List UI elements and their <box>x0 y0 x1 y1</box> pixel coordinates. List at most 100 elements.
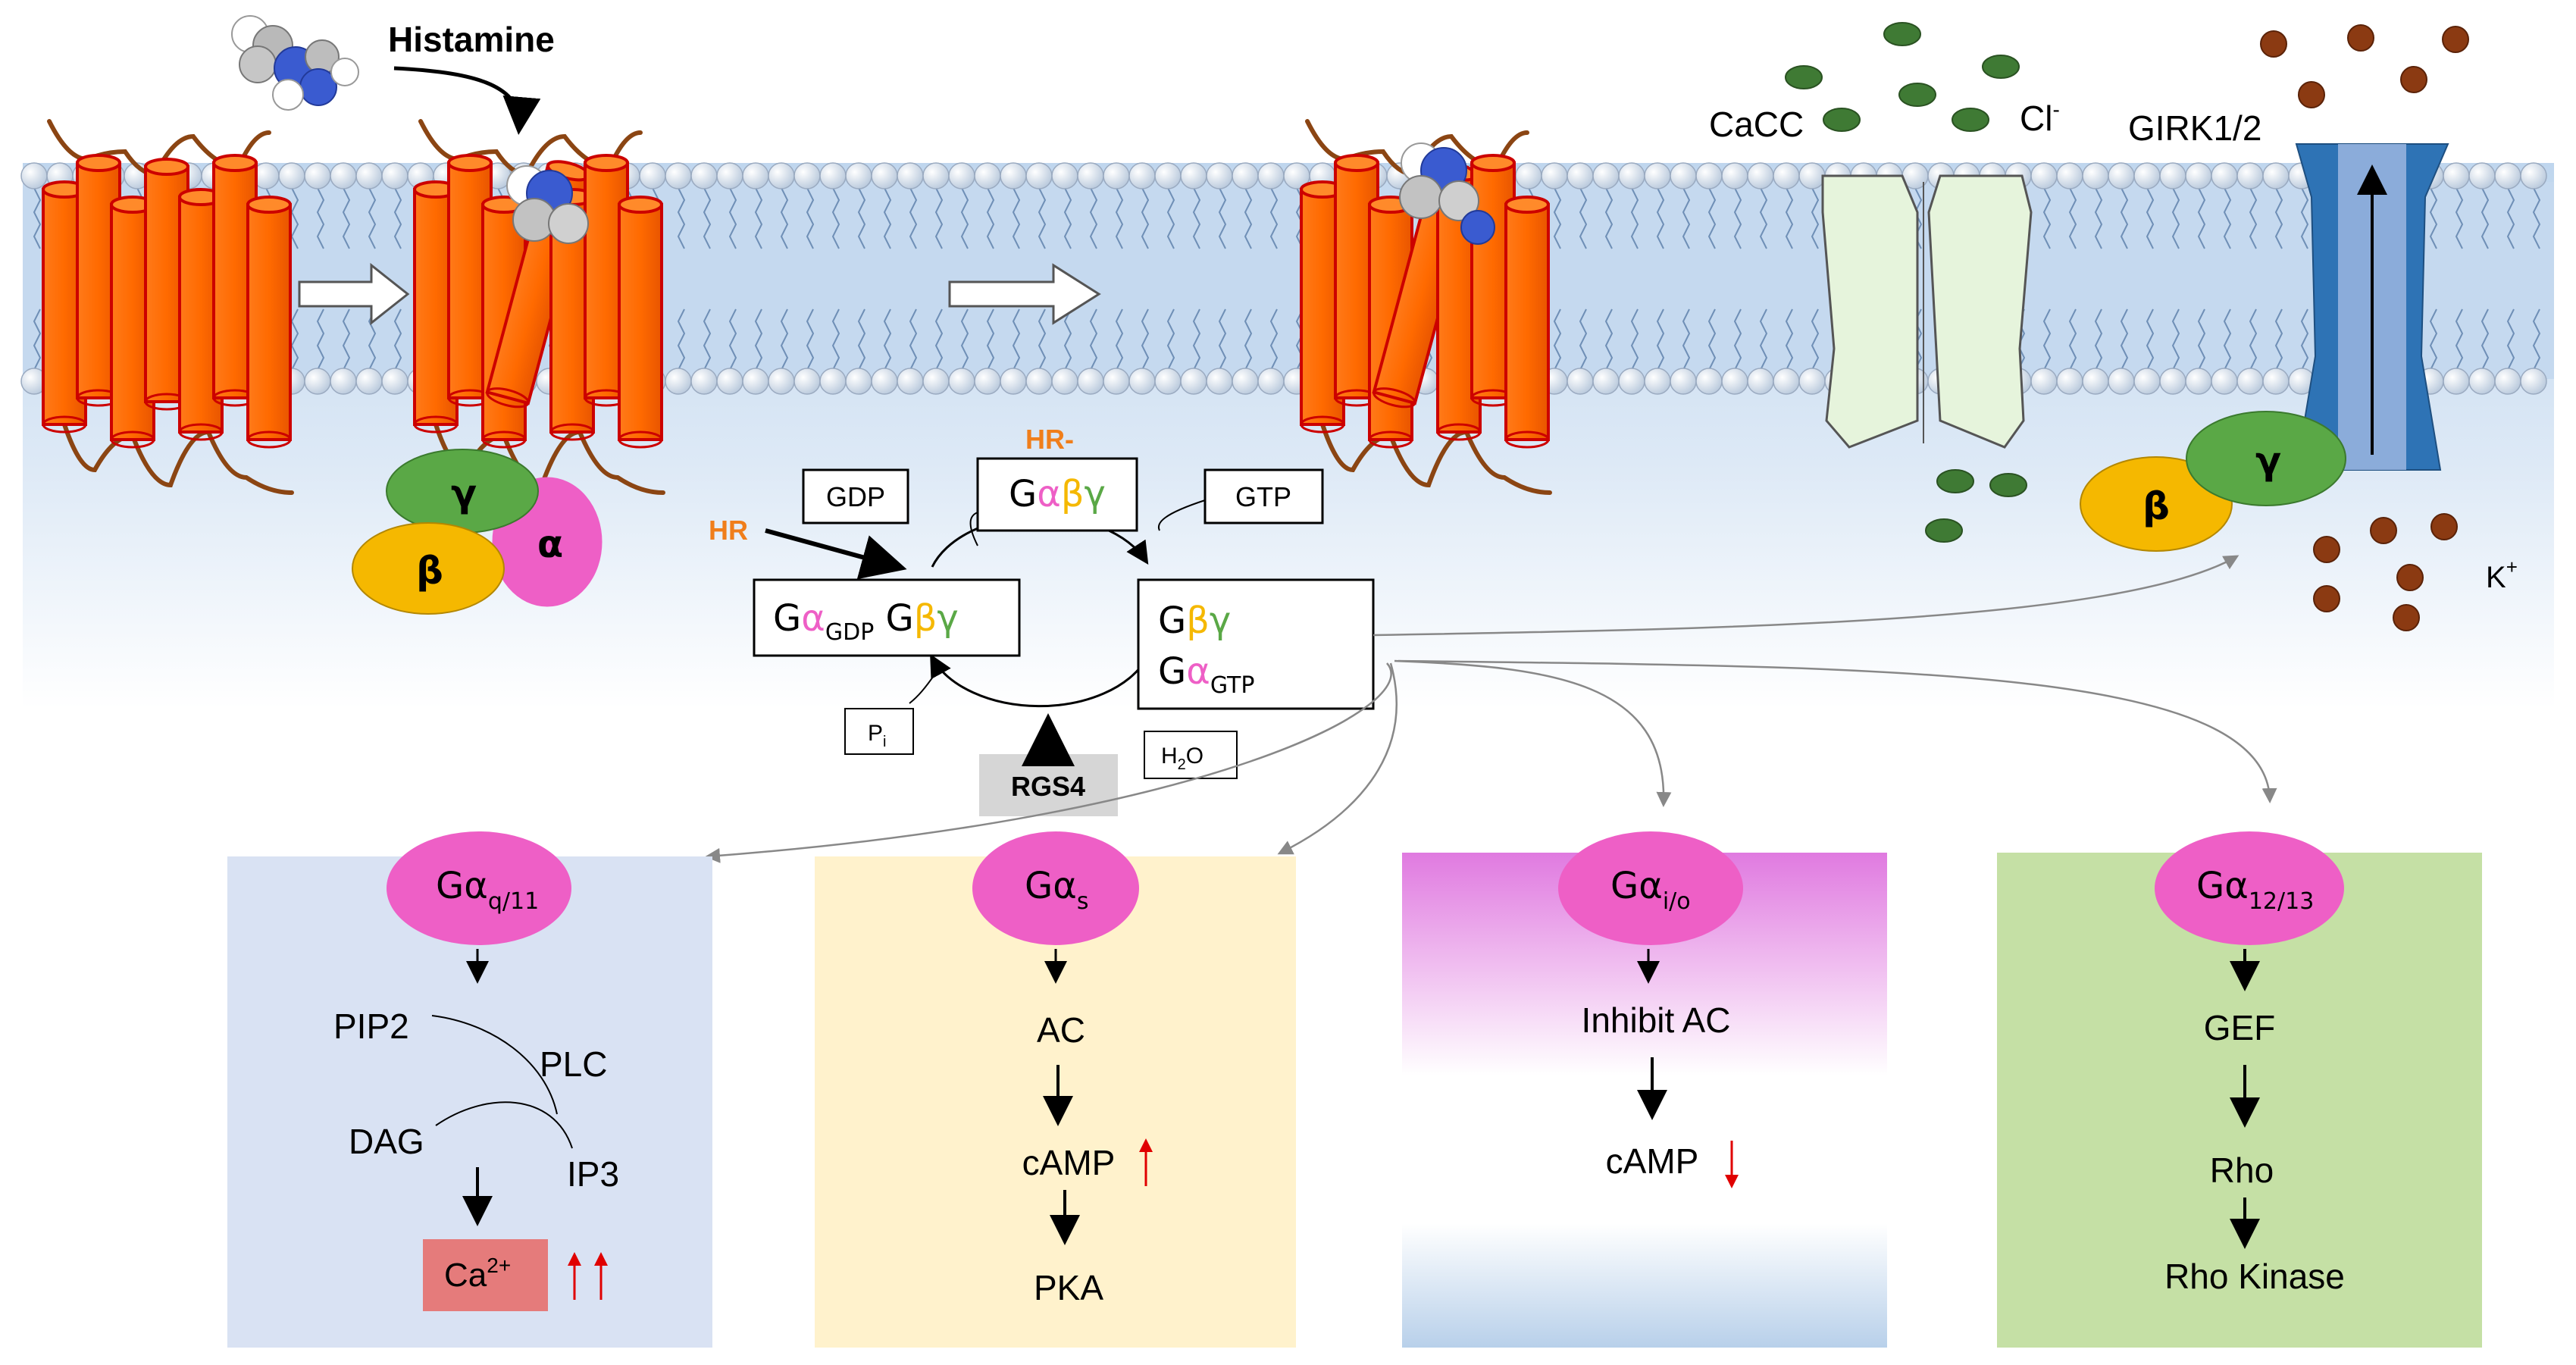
lipid-head <box>2108 162 2135 189</box>
ga1213-label: Gα12/13 <box>2196 865 2314 915</box>
histamine-molecule-bound-2 <box>1399 142 1495 245</box>
lipid-tail <box>1656 308 1665 371</box>
lipid-tail <box>934 308 944 371</box>
g-protein-cycle: GDP GTP HR- Gαβγ HR GαGDP Gβγ Gβγ GαGTP … <box>709 424 1375 816</box>
lipid-head <box>304 162 331 189</box>
lipid-head <box>1154 162 1182 189</box>
lipid-head <box>2520 162 2547 189</box>
lipid-head <box>793 368 821 395</box>
lipid-tail <box>857 187 866 249</box>
potassium-ion <box>2442 26 2469 53</box>
girk-gamma-subunit <box>2186 411 2346 506</box>
lipid-head <box>1773 162 1800 189</box>
lipid-head <box>1592 162 1620 189</box>
lipid-tail <box>33 187 42 249</box>
transmembrane-helix <box>1504 196 1550 449</box>
connector-to-gaq <box>705 662 1392 863</box>
lipid-head <box>742 368 769 395</box>
lipid-tail <box>2120 187 2129 249</box>
lipid-head <box>1206 162 1233 189</box>
lipid-tail <box>2197 187 2206 249</box>
lipid-head <box>1077 162 1104 189</box>
camp-label-gas: cAMP <box>1022 1143 1116 1182</box>
lipid-head <box>974 368 1001 395</box>
lipid-head <box>1257 368 1285 395</box>
lipid-tail <box>2249 187 2258 249</box>
calcium-box <box>423 1239 548 1311</box>
lipid-tail <box>1579 308 1588 371</box>
lipid-tail <box>677 187 686 249</box>
lipid-tail <box>1063 308 1072 371</box>
lipid-tail <box>2094 187 2103 249</box>
potassium-ion <box>2400 66 2427 93</box>
lipid-tail <box>1785 187 1794 249</box>
lipid-head <box>330 162 357 189</box>
lipid-head <box>2056 368 2083 395</box>
lipid-head <box>1051 368 1078 395</box>
lipid-tail <box>857 308 866 371</box>
lipid-tail <box>1785 308 1794 371</box>
gtp-box <box>1203 468 1324 524</box>
lipid-tail <box>2274 187 2283 249</box>
gaq11-label: Gαq/11 <box>436 865 539 915</box>
lipid-head <box>1025 162 1053 189</box>
lipid-tail <box>2146 187 2155 249</box>
lipid-tail <box>1682 187 1691 249</box>
lipid-head <box>639 162 666 189</box>
panel-gaq11: Gαq/11 PIP2 PLC DAG IP3 Ca2+ <box>227 831 712 1348</box>
girk-beta-symbol: β <box>2142 484 2170 528</box>
lipid-head <box>1000 368 1027 395</box>
beta-symbol: β <box>416 549 443 593</box>
chloride-ion <box>1823 108 1861 132</box>
lipid-tail <box>2429 187 2438 249</box>
lipid-tail <box>290 187 299 249</box>
lipid-head <box>690 162 718 189</box>
lipid-tail <box>1579 187 1588 249</box>
gdp-box <box>802 468 909 524</box>
lipid-tail <box>1269 187 1279 249</box>
lipid-head <box>2211 368 2238 395</box>
lipid-tail <box>1707 308 1717 371</box>
lipid-head <box>1695 162 1723 189</box>
lipid-tail <box>806 187 815 249</box>
lipid-tail <box>2455 187 2464 249</box>
chloride-ion <box>1982 55 2020 79</box>
receptor-inactive <box>42 119 294 495</box>
lipid-tail <box>1166 308 1175 371</box>
lipid-head <box>871 368 898 395</box>
lipid-head <box>2030 368 2058 395</box>
girk-gamma-symbol: γ <box>2255 439 2281 483</box>
lipid-tail <box>1733 308 1742 371</box>
lipid-tail <box>2223 187 2232 249</box>
lipid-tail <box>1166 187 1175 249</box>
chloride-ion <box>1952 108 1989 132</box>
lipid-head <box>768 162 795 189</box>
lipid-head <box>897 368 924 395</box>
lipid-tail <box>1012 308 1021 371</box>
potassium-ion <box>2430 513 2458 540</box>
lipid-head <box>1721 368 1748 395</box>
lipid-tail <box>960 308 969 371</box>
lipid-tail <box>368 308 377 371</box>
lipid-head <box>2443 368 2470 395</box>
lipid-tail <box>1141 308 1150 371</box>
lipid-head <box>845 162 872 189</box>
lipid-tail <box>2455 308 2464 371</box>
panel-gas: Gαs AC cAMP PKA <box>815 831 1296 1348</box>
lipid-tail <box>909 187 918 249</box>
lipid-head <box>2262 368 2290 395</box>
lipid-head <box>1618 162 1645 189</box>
cycle-arc-bottom <box>930 653 1147 708</box>
lipid-head <box>665 368 692 395</box>
lipid-tail <box>1759 308 1768 371</box>
lipid-tail <box>2506 308 2515 371</box>
lipid-head <box>1515 162 1542 189</box>
potassium-ion <box>2396 564 2424 591</box>
histamine-label: Histamine <box>388 20 555 59</box>
lipid-tail <box>1604 308 1614 371</box>
g-beta-subunit <box>352 522 505 615</box>
lipid-head <box>742 162 769 189</box>
lipid-head <box>845 368 872 395</box>
receptor-loop <box>1320 422 1552 495</box>
lipid-head <box>1567 162 1594 189</box>
